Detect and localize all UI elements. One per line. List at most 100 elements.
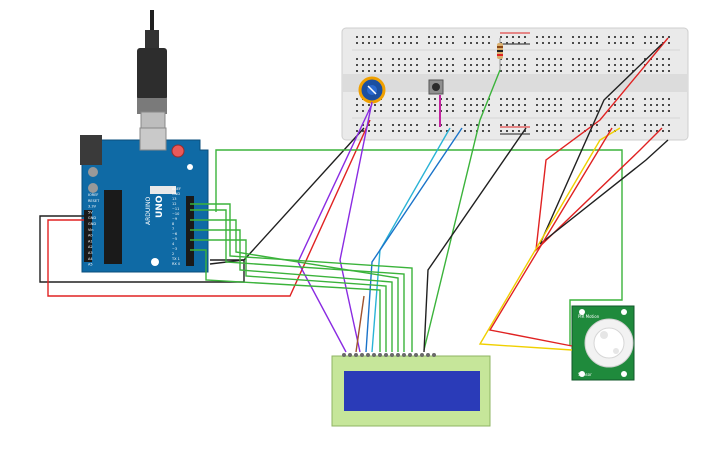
lcd-pin[interactable] (426, 353, 430, 357)
green-signal-wire[interactable] (215, 149, 623, 346)
breadboard-hole (404, 110, 406, 112)
breadboard-hole (626, 130, 628, 132)
breadboard-hole (608, 64, 610, 66)
breadboard-hole (578, 130, 580, 132)
breadboard-hole (512, 64, 514, 66)
arduino-pin-label: A0 (88, 234, 93, 238)
breadboard-hole (614, 70, 616, 72)
lcd-display[interactable] (331, 353, 491, 427)
arduino-model-label: UNO (155, 195, 165, 218)
breadboard-hole (482, 58, 484, 60)
lcd-pin[interactable] (420, 353, 424, 357)
black-pot-wire[interactable] (209, 127, 365, 265)
breadboard-hole (542, 70, 544, 72)
resistor[interactable] (497, 38, 503, 70)
arduino-uno-board[interactable]: ARDUINO UNO (80, 127, 209, 273)
blue-button-wire[interactable] (365, 127, 463, 353)
breadboard-hole (590, 104, 592, 106)
lcd-pin[interactable] (408, 353, 412, 357)
breadboard-hole (578, 42, 580, 44)
breadboard-hole (620, 70, 622, 72)
black-right-rail-wire[interactable] (539, 43, 669, 245)
lcd-pin[interactable] (360, 353, 364, 357)
breadboard-hole (614, 104, 616, 106)
breadboard-hole (404, 70, 406, 72)
breadboard-hole (662, 70, 664, 72)
breadboard-hole (398, 42, 400, 44)
green-lcd-wire-6[interactable] (190, 249, 381, 352)
lcd-pin[interactable] (402, 353, 406, 357)
green-resistor-wire[interactable] (423, 69, 501, 351)
lcd-pin[interactable] (348, 353, 352, 357)
yellow-pir-wire[interactable] (478, 127, 621, 351)
cyan-button-wire[interactable] (371, 127, 451, 353)
black-lcd-wire[interactable] (423, 127, 527, 353)
reset-button[interactable] (171, 144, 185, 158)
breadboard-hole (650, 104, 652, 106)
breadboard-hole (554, 70, 556, 72)
breadboard-hole (416, 36, 418, 38)
breadboard-hole (404, 104, 406, 106)
arduino-pin-label: 13 (172, 197, 176, 201)
green-lcd-wire-2[interactable] (190, 209, 405, 352)
breadboard-hole (596, 130, 598, 132)
breadboard-hole (620, 110, 622, 112)
breadboard-hole (554, 130, 556, 132)
lcd-pin[interactable] (432, 353, 436, 357)
breadboard-hole (404, 124, 406, 126)
breadboard-hole (590, 64, 592, 66)
lcd-pin[interactable] (378, 353, 382, 357)
green-lcd-wire-3[interactable] (190, 219, 399, 352)
breadboard-hole (560, 130, 562, 132)
breadboard-hole (542, 130, 544, 132)
breadboard-hole (614, 98, 616, 100)
breadboard-hole (398, 104, 400, 106)
breadboard-hole (512, 58, 514, 60)
pir-sensor[interactable]: PIR Motion Sensor (571, 305, 635, 381)
breadboard-hole (584, 64, 586, 66)
breadboard-hole (596, 70, 598, 72)
lcd-pin[interactable] (414, 353, 418, 357)
arduino-pin-label: TX 1 (171, 257, 180, 261)
breadboard-hole (482, 104, 484, 106)
breadboard-hole (518, 130, 520, 132)
breadboard-hole (500, 124, 502, 126)
lcd-pin[interactable] (354, 353, 358, 357)
breadboard-hole (464, 58, 466, 60)
arduino-pin-label: Vin (88, 228, 94, 232)
breadboard-hole (524, 124, 526, 126)
green-lcd-wire-1[interactable] (190, 203, 413, 352)
breadboard-hole (554, 124, 556, 126)
red-5v-wire[interactable] (47, 119, 371, 297)
purple-contrast-wire[interactable] (339, 101, 373, 353)
push-button[interactable] (428, 79, 444, 95)
lcd-pin[interactable] (396, 353, 400, 357)
breadboard-hole (500, 130, 502, 132)
breadboard-hole (482, 64, 484, 66)
breadboard-hole (374, 58, 376, 60)
breadboard-hole (542, 110, 544, 112)
breadboard-hole (362, 110, 364, 112)
breadboard-hole (542, 36, 544, 38)
lcd-pin[interactable] (390, 353, 394, 357)
lcd-pin[interactable] (342, 353, 346, 357)
breadboard-hole (620, 130, 622, 132)
breadboard-hole (584, 110, 586, 112)
breadboard[interactable] (341, 27, 689, 141)
breadboard-hole (470, 58, 472, 60)
lcd-pin[interactable] (372, 353, 376, 357)
lcd-pin[interactable] (384, 353, 388, 357)
breadboard-hole (380, 36, 382, 38)
red-right-rail-wire[interactable] (535, 37, 669, 252)
red-pir-wire[interactable] (488, 127, 613, 347)
breadboard-hole (356, 58, 358, 60)
green-lcd-wire-4[interactable] (190, 229, 393, 352)
green-lcd-wire-5[interactable] (190, 239, 387, 352)
arduino-pin-label: GND (88, 216, 96, 220)
lcd-pin[interactable] (366, 353, 370, 357)
brown-lcd-wire[interactable] (355, 295, 365, 353)
potentiometer[interactable] (358, 76, 386, 104)
breadboard-hole (428, 104, 430, 106)
breadboard-hole (536, 36, 538, 38)
breadboard-hole (500, 110, 502, 112)
